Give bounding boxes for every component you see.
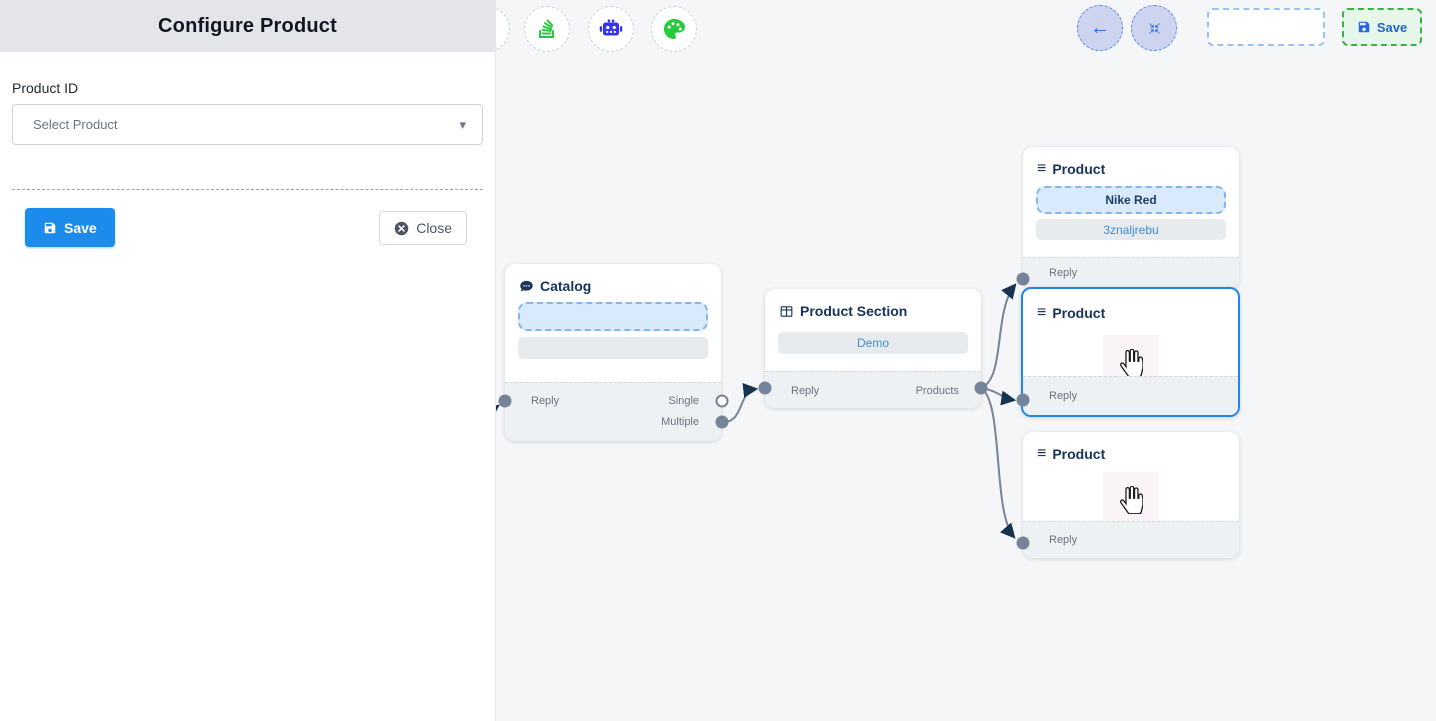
product-section-node-title: Product Section: [800, 303, 908, 319]
chat-icon: [519, 279, 534, 294]
bot-tool-button[interactable]: [588, 6, 634, 52]
theme-tool-button[interactable]: [651, 6, 697, 52]
product-section-products-label: Products: [915, 385, 959, 397]
table-icon: [779, 304, 794, 319]
product-3-reply-label: Reply: [1049, 534, 1078, 546]
back-arrow-icon: ←: [1090, 17, 1110, 39]
demo-option-label: Demo: [856, 336, 889, 350]
product-3-reply-handle[interactable]: [1016, 536, 1030, 550]
fit-view-button[interactable]: [1131, 5, 1177, 51]
flow-save-button[interactable]: Save: [1342, 8, 1422, 46]
cursor-hand-icon: [1103, 472, 1159, 528]
product-2-reply-handle[interactable]: [1016, 393, 1030, 407]
catalog-node[interactable]: Catalog Reply Single Multiple: [505, 264, 721, 441]
save-icon: [1357, 20, 1371, 34]
product-node-2-title: Product: [1052, 305, 1106, 321]
catalog-multiple-label: Multiple: [661, 416, 699, 428]
panel-title: Configure Product: [0, 0, 495, 52]
product-section-products-handle[interactable]: [974, 381, 988, 395]
back-button[interactable]: ←: [1077, 5, 1123, 51]
product-section-reply-handle[interactable]: [758, 381, 772, 395]
save-button-label: Save: [64, 219, 97, 236]
product-1-reply-handle[interactable]: [1016, 272, 1030, 286]
product-node-3[interactable]: ≡ Product Reply: [1023, 432, 1239, 558]
menu-icon: ≡: [1037, 160, 1047, 177]
fit-view-icon: [1146, 20, 1163, 37]
product-selected-option[interactable]: Nike Red: [1036, 186, 1226, 214]
menu-icon: ≡: [1037, 304, 1047, 321]
product-node-1[interactable]: ≡ Product Nike Red 3znaljrebu Reply: [1023, 147, 1239, 288]
save-icon: [43, 221, 57, 235]
catalog-reply-handle[interactable]: [498, 394, 512, 408]
product-node-2[interactable]: ≡ Product Reply: [1021, 287, 1240, 417]
panel-divider: [12, 189, 483, 190]
catalog-selected-option[interactable]: [518, 302, 708, 331]
product-id-label: Product ID: [12, 80, 79, 96]
product-section-node[interactable]: Product Section Demo Reply Products: [765, 289, 981, 408]
catalog-single-handle[interactable]: [715, 394, 729, 408]
close-icon: [394, 221, 409, 236]
product-id-option[interactable]: 3znaljrebu: [1036, 219, 1226, 240]
close-button[interactable]: Close: [379, 211, 467, 245]
product-node-3-title: Product: [1052, 446, 1106, 462]
product-selected-option-label: Nike Red: [1105, 193, 1157, 207]
catalog-option[interactable]: [518, 337, 708, 359]
configure-product-panel: Configure Product Product ID Select Prod…: [0, 0, 496, 721]
catalog-tool-button[interactable]: [524, 6, 570, 52]
close-button-label: Close: [416, 220, 452, 236]
product-2-reply-label: Reply: [1049, 390, 1078, 402]
robot-icon: [598, 16, 624, 42]
dashed-empty-button[interactable]: [1207, 8, 1325, 46]
menu-icon: ≡: [1037, 445, 1047, 462]
catalog-multiple-handle[interactable]: [715, 415, 729, 429]
product-1-reply-label: Reply: [1049, 267, 1078, 279]
flow-canvas[interactable]: ← Save Catalog: [496, 0, 1436, 721]
save-button[interactable]: Save: [25, 208, 115, 247]
hidden-tool-button[interactable]: [496, 6, 510, 52]
catalog-reply-label: Reply: [531, 395, 560, 407]
demo-section-option[interactable]: Demo: [778, 332, 968, 354]
product-id-option-label: 3znaljrebu: [1103, 222, 1159, 237]
select-placeholder: Select Product: [33, 117, 118, 132]
product-id-select[interactable]: Select Product ▾: [12, 104, 483, 145]
flow-save-label: Save: [1376, 19, 1408, 35]
chevron-down-icon: ▾: [459, 116, 466, 132]
catalog-single-label: Single: [668, 395, 699, 407]
catalog-node-title: Catalog: [540, 278, 592, 294]
stack-icon: [535, 17, 559, 41]
product-node-1-title: Product: [1052, 161, 1106, 177]
product-section-reply-label: Reply: [791, 385, 820, 397]
palette-icon: [662, 17, 686, 41]
